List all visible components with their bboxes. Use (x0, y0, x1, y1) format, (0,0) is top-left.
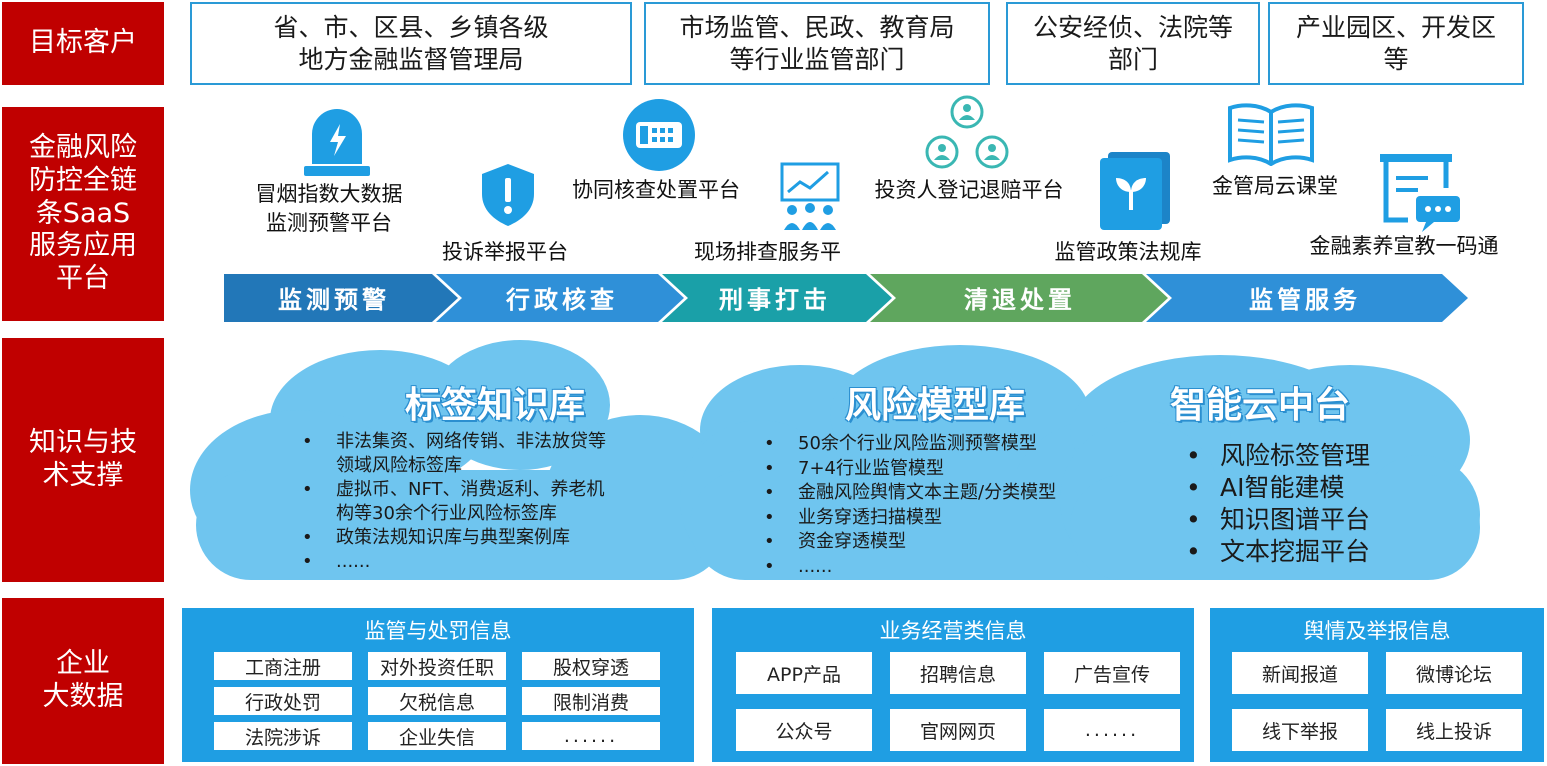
stage-arrow-4 (870, 274, 1168, 322)
row-label-saas: 金融风险 防控全链 条SaaS 服务应用 平台 (2, 107, 164, 321)
platform-label-smoke-index: 冒烟指数大数据 监测预警平台 (255, 182, 403, 236)
row-label-target: 目标客户 (2, 2, 164, 85)
data-cell: 企业失信 (368, 722, 506, 750)
stage-arrow-1 (224, 274, 458, 322)
list-item: AI智能建模 (1182, 472, 1422, 504)
data-cell: 股权穿透 (522, 652, 660, 680)
stage-arrow-3 (662, 274, 892, 322)
list-item: 资金穿透模型 (760, 530, 1140, 555)
data-cell: 公众号 (736, 709, 872, 751)
data-cell: ...... (1044, 709, 1180, 751)
cloud-list-platform: 风险标签管理 AI智能建模 知识图谱平台 文本挖掘平台 (1182, 440, 1422, 568)
platform-label-classroom: 金管局云课堂 (1212, 174, 1338, 198)
data-cell: 微博论坛 (1386, 652, 1522, 694)
list-item: 文本挖掘平台 (1182, 536, 1422, 568)
data-cell: 线下举报 (1232, 709, 1368, 751)
meeting-chart-icon (780, 162, 840, 230)
data-cell: APP产品 (736, 652, 872, 694)
open-book-icon (1228, 103, 1314, 166)
panel-title: 业务经营类信息 (879, 619, 1027, 643)
platform-label-onsite: 现场排查服务平 台 (694, 240, 841, 270)
data-cell: 线上投诉 (1386, 709, 1522, 751)
row-label-knowledge: 知识与技 术支撑 (2, 338, 164, 582)
data-cell: 广告宣传 (1044, 652, 1180, 694)
list-item: 政策法规知识库与典型案例库 (298, 526, 698, 550)
customer-box-1: 省、市、区县、乡镇各级 地方金融监督管理局 (190, 2, 632, 85)
platform-label-education: 金融素养宣教一码通 (1309, 234, 1499, 258)
customer-box-4: 产业园区、开发区 等 (1268, 2, 1524, 85)
cloud-title-platform: 智能云中台 (1169, 385, 1350, 426)
panel-regulatory: 监管与处罚信息 工商注册 对外投资任职 股权穿透 行政处罚 欠税信息 限制消费 … (182, 608, 694, 762)
list-item: 知识图谱平台 (1182, 504, 1422, 536)
platform-label-coordination: 协同核查处置平台 (572, 178, 740, 202)
list-item: ...... (760, 555, 1140, 580)
platform-label-policy: 监管政策法规库 (1054, 240, 1202, 264)
stage-arrow-5 (1146, 274, 1468, 322)
list-item: 业务穿透扫描模型 (760, 506, 1140, 531)
stage-label-2: 行政核查 (506, 285, 618, 314)
data-cell: 对外投资任职 (368, 652, 506, 680)
list-item: 非法集资、网络传销、非法放贷等 领域风险标签库 (298, 430, 698, 478)
board-chat-icon (1380, 154, 1460, 232)
people-network-icon (925, 95, 1009, 169)
stage-label-3: 刑事打击 (719, 285, 831, 314)
cloud-title-risk: 风险模型库 (844, 385, 1025, 426)
data-cell: 工商注册 (214, 652, 352, 680)
shield-alert-icon (482, 164, 534, 226)
stage-arrow-2 (436, 274, 684, 322)
data-cell: 招聘信息 (890, 652, 1026, 694)
customer-box-2: 市场监管、民政、教育局 等行业监管部门 (644, 2, 990, 85)
row-label-bigdata: 企业 大数据 (2, 598, 164, 764)
platform-label-investor: 投资人登记退赔平台 (874, 178, 1064, 202)
list-item: ...... (298, 550, 698, 574)
stage-label-5: 监管服务 (1249, 285, 1361, 314)
list-item: 50余个行业风险监测预警模型 (760, 432, 1140, 457)
alarm-light-icon (304, 109, 370, 176)
stage-label-4: 清退处置 (964, 285, 1076, 314)
data-cell: 新闻报道 (1232, 652, 1368, 694)
data-cell: 法院涉诉 (214, 722, 352, 750)
data-cell: 欠税信息 (368, 687, 506, 715)
customer-box-3: 公安经侦、法院等 部门 (1006, 2, 1260, 85)
data-cell: 限制消费 (522, 687, 660, 715)
data-cell: 官网网页 (890, 709, 1026, 751)
list-item: 金融风险舆情文本主题/分类模型 (760, 481, 1140, 506)
stage-label-1: 监测预警 (278, 285, 390, 314)
dashboard-card-icon (623, 99, 695, 171)
panel-title: 舆情及举报信息 (1303, 619, 1451, 643)
panel-opinion: 舆情及举报信息 新闻报道 微博论坛 线下举报 线上投诉 (1210, 608, 1544, 762)
list-item: 虚拟币、NFT、消费返利、养老机 构等30余个行业风险标签库 (298, 478, 698, 526)
data-cell: ...... (522, 722, 660, 750)
panel-title: 监管与处罚信息 (364, 619, 512, 643)
list-item: 风险标签管理 (1182, 440, 1422, 472)
cloud-list-tags: 非法集资、网络传销、非法放贷等 领域风险标签库 虚拟币、NFT、消费返利、养老机… (298, 430, 698, 574)
cloud-list-risk: 50余个行业风险监测预警模型 7+4行业监管模型 金融风险舆情文本主题/分类模型… (760, 432, 1140, 579)
list-item: 7+4行业监管模型 (760, 457, 1140, 482)
platform-label-complaint: 投诉举报平台 (442, 240, 568, 264)
panel-business: 业务经营类信息 APP产品 招聘信息 广告宣传 公众号 官网网页 ...... (712, 608, 1194, 762)
cloud-title-tags: 标签知识库 (404, 385, 585, 426)
data-cell: 行政处罚 (214, 687, 352, 715)
sprout-book-icon (1100, 152, 1170, 230)
